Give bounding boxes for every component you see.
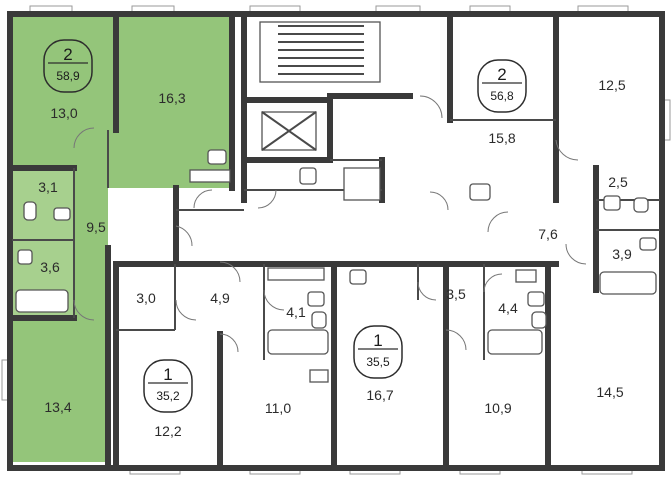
apartment-badge-d[interactable]: 1 35,5 — [353, 325, 403, 379]
room-label: 4,4 — [498, 300, 518, 316]
apartment-rooms-b: 2 — [497, 65, 506, 84]
apartment-rooms-a: 2 — [63, 45, 72, 64]
room-label: 15,8 — [488, 130, 515, 146]
room-label: 3,6 — [40, 259, 60, 275]
room-labels: 13,0 16,3 3,1 9,5 3,6 13,4 12,5 15,8 2,5… — [38, 77, 632, 439]
room-label: 4,1 — [286, 304, 306, 320]
room-label: 12,5 — [598, 77, 625, 93]
room-label: 12,2 — [154, 423, 181, 439]
room-label: 7,6 — [538, 226, 558, 242]
apartment-area-a: 58,9 — [56, 69, 80, 83]
doors — [73, 95, 587, 353]
room-label: 3,1 — [38, 179, 58, 195]
room-label: 3,5 — [446, 286, 466, 302]
apartment-area-b: 56,8 — [490, 89, 514, 103]
room-label: 16,3 — [158, 90, 185, 106]
apartment-badge-a[interactable]: 2 58,9 — [43, 39, 93, 93]
room-label: 9,5 — [86, 219, 106, 235]
fixtures — [15, 149, 657, 383]
room-label: 11,0 — [265, 400, 291, 416]
stair-lift — [259, 21, 381, 151]
room-label: 3,0 — [136, 290, 156, 306]
apartment-area-d: 35,5 — [366, 355, 390, 369]
room-label: 10,9 — [484, 400, 511, 416]
apartment-badge-c[interactable]: 1 35,2 — [143, 359, 193, 413]
apartment-rooms-c: 1 — [163, 365, 172, 384]
apartment-rooms-d: 1 — [373, 331, 382, 350]
room-label: 13,4 — [44, 399, 71, 415]
room-label: 13,0 — [50, 105, 77, 121]
room-label: 16,7 — [366, 387, 393, 403]
room-label: 2,5 — [608, 174, 628, 190]
apartment-area-c: 35,2 — [156, 389, 180, 403]
room-label: 14,5 — [596, 384, 623, 400]
apartment-badge-b[interactable]: 2 56,8 — [477, 59, 527, 113]
room-label: 3,9 — [612, 246, 632, 262]
room-label: 4,9 — [210, 290, 230, 306]
